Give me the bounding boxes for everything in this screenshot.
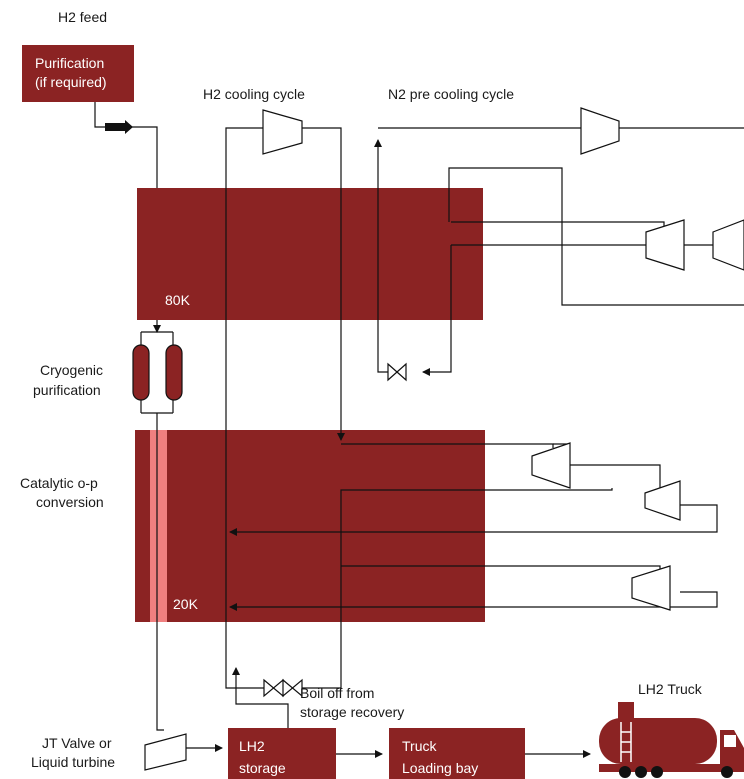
h2-cycle-20k-cold-b — [229, 591, 718, 611]
cryogenic-purification-label: Cryogenic — [40, 362, 103, 378]
boil-off-line — [232, 667, 289, 745]
feed-arrow-icon — [105, 120, 133, 134]
boil-off-sublabel: storage recovery — [300, 704, 404, 720]
lh2-storage-sublabel: storage — [239, 760, 286, 776]
n2-precooling-cycle-label: N2 pre cooling cycle — [388, 86, 514, 102]
h2-jt-valve-icon — [263, 678, 303, 698]
n2-expander-b-icon — [712, 219, 744, 271]
temp-80k-label: 80K — [165, 292, 191, 308]
jt-valve-label: JT Valve or — [42, 735, 112, 751]
heat-exchanger-20k — [135, 430, 485, 622]
catalytic-conversion-sublabel: conversion — [36, 494, 104, 510]
n2-jt-valve-icon — [387, 362, 407, 382]
lh2-truck-icon — [599, 702, 744, 778]
cryo-vessel-right — [165, 344, 183, 401]
truck-loading-block — [389, 728, 525, 779]
h2-cycle-20k-exp — [302, 488, 613, 689]
purification-block — [22, 45, 134, 102]
h2-feed-20k-line — [156, 430, 164, 731]
h2-feed-label: H2 feed — [58, 9, 107, 25]
truck-loading-sublabel: Loading bay — [402, 760, 478, 776]
purification-sublabel: (if required) — [35, 74, 107, 90]
lh2-storage-block — [228, 728, 336, 779]
h2-cycle-20k-loop-b — [229, 504, 718, 536]
n2-expander-line — [377, 368, 388, 373]
n2-expander-a-icon — [645, 219, 685, 271]
n2-compressor-icon — [580, 107, 620, 155]
h2-expander-a-icon — [531, 442, 571, 489]
catalyst-stream — [150, 430, 167, 622]
cryo-vessel-left — [132, 344, 150, 401]
lh2-storage-label: LH2 — [239, 738, 265, 754]
h2-cooling-cycle-label: H2 cooling cycle — [203, 86, 305, 102]
lh2-truck-label: LH2 Truck — [638, 681, 703, 697]
n2-cycle-line-b — [448, 167, 744, 306]
jt-valve-sublabel: Liquid turbine — [31, 754, 115, 770]
h2-compressor-icon — [262, 109, 303, 155]
h2-cycle-hp-line — [302, 127, 345, 441]
heat-exchanger-80k — [137, 188, 483, 320]
h2-expander-c-icon — [631, 565, 671, 611]
temp-20k-label: 20K — [173, 596, 199, 612]
h2-cycle-return-line — [225, 127, 264, 689]
purification-label: Purification — [35, 55, 104, 71]
boil-off-label: Boil off from — [300, 685, 374, 701]
h2-expander-b-icon — [644, 480, 681, 521]
jt-valve-icon — [144, 733, 187, 771]
catalytic-conversion-label: Catalytic o-p — [20, 475, 98, 491]
truck-loading-label: Truck — [402, 738, 437, 754]
n2-return-line — [422, 245, 452, 376]
cryogenic-purification-sublabel: purification — [33, 382, 101, 398]
